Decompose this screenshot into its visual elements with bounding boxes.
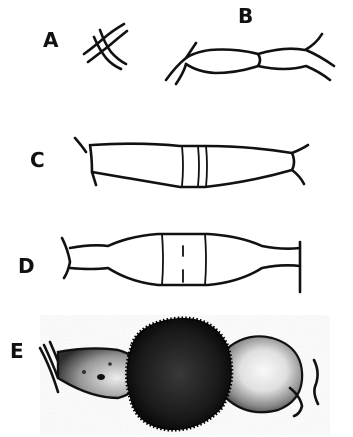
panel-b-conjugation-start	[166, 34, 334, 84]
panel-c-spindle-cell	[75, 138, 308, 187]
stipple-texture	[40, 315, 330, 435]
panel-a-crossing-filaments	[84, 24, 127, 69]
panel-d-swelling-tube	[62, 234, 300, 292]
panel-e-zygospore	[40, 315, 330, 435]
